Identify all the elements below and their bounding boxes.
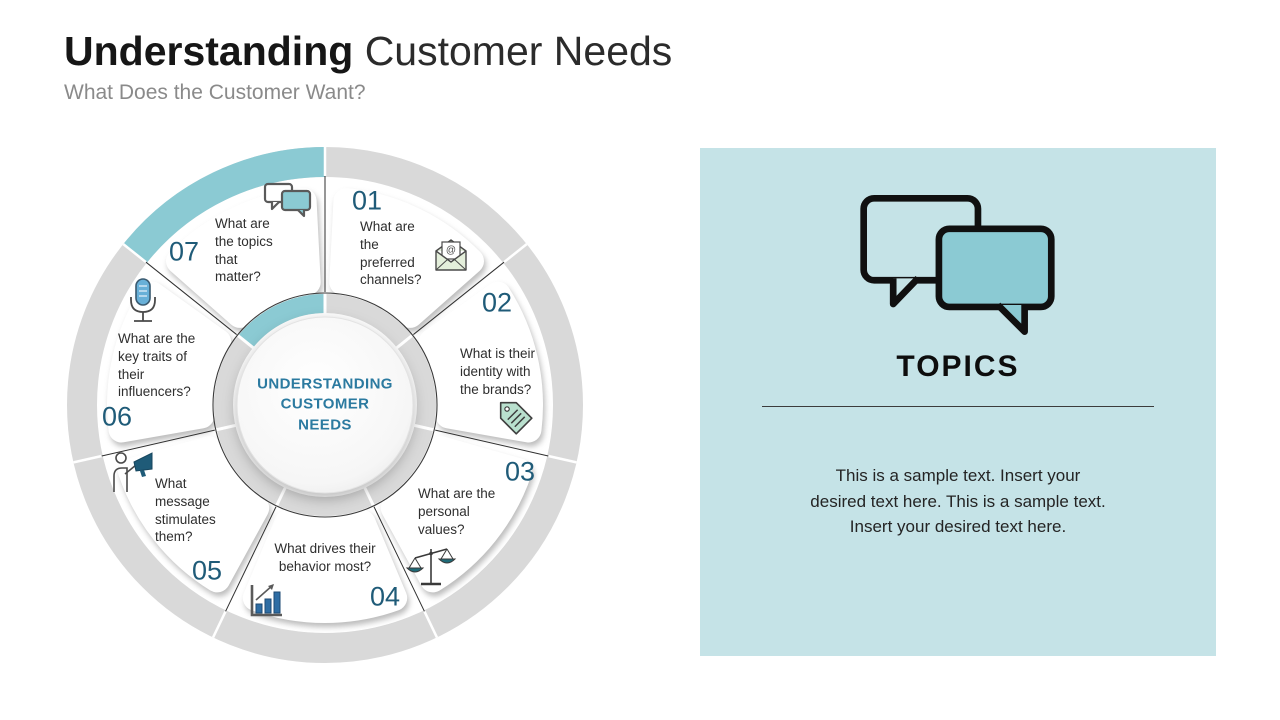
inner-gap bbox=[274, 485, 288, 508]
divider-line bbox=[225, 505, 277, 612]
divider-line bbox=[145, 261, 238, 336]
panel-title: TOPICS bbox=[896, 350, 1020, 383]
title-emphasis: Understanding bbox=[64, 28, 354, 74]
divider-line bbox=[373, 505, 425, 612]
segment-number-03: 03 bbox=[504, 456, 536, 487]
divider-line bbox=[762, 406, 1154, 407]
topics-panel: TOPICS This is a sample text. Insert you… bbox=[700, 148, 1216, 656]
ring-graphic bbox=[67, 147, 583, 663]
title-rest: Customer Needs bbox=[353, 28, 673, 74]
page-title: Understanding Customer Needs bbox=[64, 28, 672, 75]
svg-text:@: @ bbox=[446, 245, 456, 256]
ring-gap bbox=[548, 454, 577, 464]
segment-petal-03 bbox=[380, 436, 532, 593]
balance-scales-icon bbox=[405, 548, 457, 586]
divider-line bbox=[412, 261, 505, 336]
divider-line bbox=[434, 429, 549, 457]
segment-petal-04 bbox=[242, 510, 408, 624]
segment-question-04: What drives their behavior most? bbox=[274, 541, 376, 574]
microphone-icon bbox=[130, 278, 156, 322]
bar-chart-icon bbox=[250, 584, 282, 617]
segment-number-02: 02 bbox=[481, 287, 513, 318]
inner-gap bbox=[235, 333, 256, 351]
segment-petal-02 bbox=[418, 281, 543, 443]
segment-number-06: 06 bbox=[101, 401, 133, 432]
ring-gap bbox=[211, 610, 227, 638]
segment-petal-05 bbox=[118, 436, 270, 593]
divider-line bbox=[101, 429, 216, 457]
chat-bubbles-icon bbox=[860, 195, 1055, 335]
page-subtitle: What Does the Customer Want? bbox=[64, 81, 366, 105]
ring-gap bbox=[503, 243, 528, 264]
inner-gap bbox=[394, 333, 415, 351]
diagram-center-label: UNDERSTANDING CUSTOMER NEEDS bbox=[257, 375, 393, 434]
inner-ring-gaps bbox=[214, 292, 436, 508]
ring-segment-gaps bbox=[73, 147, 577, 638]
segment-question-06: What are the key traits of their influen… bbox=[118, 331, 196, 400]
segment-question-05: What message stimulates them? bbox=[155, 476, 216, 545]
segment-number-07: 07 bbox=[168, 236, 200, 267]
ring-gap bbox=[73, 454, 102, 464]
slide-header: Understanding Customer Needs What Does t… bbox=[64, 28, 672, 105]
email-envelope-icon: @ bbox=[435, 239, 467, 271]
segment-question-02: What is their identity with the brands? bbox=[460, 346, 536, 397]
circular-diagram: UNDERSTANDING CUSTOMER NEEDS 01 02 03 04… bbox=[60, 140, 590, 670]
inner-gap bbox=[362, 485, 376, 508]
panel-body-text: This is a sample text. Insert your desir… bbox=[810, 466, 1106, 536]
megaphone-person-icon bbox=[113, 452, 153, 492]
segment-petal-01 bbox=[329, 188, 484, 328]
highlight-arc-inner bbox=[238, 293, 326, 348]
segment-question-07: What are the topics that matter? bbox=[215, 216, 273, 285]
segment-number-01: 01 bbox=[351, 185, 383, 216]
ring-gap bbox=[122, 243, 147, 264]
price-tag-icon bbox=[499, 401, 533, 435]
highlight-arc-outer bbox=[123, 147, 326, 263]
segment-number-05: 05 bbox=[191, 555, 223, 586]
segment-question-01: What are the preferred channels? bbox=[360, 219, 422, 288]
segment-number-04: 04 bbox=[369, 581, 401, 612]
segment-question-03: What are the personal values? bbox=[418, 486, 496, 537]
inner-gap bbox=[214, 423, 238, 432]
inner-gap bbox=[412, 423, 436, 432]
segment-divider-lines bbox=[101, 176, 549, 612]
ring-gap bbox=[423, 610, 439, 638]
chat-bubbles-icon bbox=[263, 182, 312, 218]
inner-ring-outline bbox=[212, 292, 438, 518]
center-circle bbox=[236, 316, 414, 494]
segment-petals bbox=[107, 188, 543, 624]
